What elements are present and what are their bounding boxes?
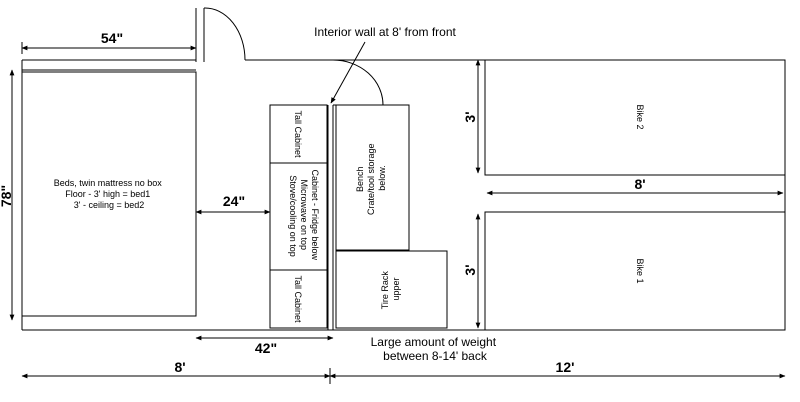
bike-1-bay: Bike 1	[484, 211, 786, 331]
dimension-bay-lower: 3'	[462, 213, 481, 329]
beds-line-3: 3' - ceiling = bed2	[74, 200, 145, 210]
weight-line-1: Large amount of weight	[371, 335, 497, 349]
bike-2-bay: Bike 2	[484, 59, 786, 176]
tire-rack-area: Tire Rack upper	[335, 250, 448, 329]
bench-line-3: below.	[377, 165, 387, 191]
dimension-bay-width: 8'	[486, 176, 784, 196]
rear-section-label: 12'	[556, 359, 575, 375]
aisle-label: 24"	[223, 193, 245, 209]
dimension-door-offset: 54"	[21, 30, 197, 54]
galley: Tall Cabinet Cabinet - Fridge below Micr…	[269, 104, 328, 329]
beds-area: Beds, twin mattress no box Floor - 3' hi…	[21, 71, 197, 317]
bench-line-1: Bench	[355, 166, 365, 192]
bike-1-label: Bike 1	[635, 258, 645, 283]
svg-text:Cabinet - Fridge below M: Cabinet - Fridge below Microwave on top …	[288, 169, 320, 262]
tire-rack-line-1: Tire Rack	[380, 271, 390, 310]
weight-note: Large amount of weight between 8-14' bac…	[371, 335, 500, 363]
bay-lower-label: 3'	[462, 264, 478, 275]
interior-wall-label: Interior wall at 8' from front	[314, 25, 456, 39]
entry-door	[195, 7, 246, 62]
tire-rack-line-2: upper	[391, 277, 401, 300]
bike-2-label: Bike 2	[635, 104, 645, 129]
dimension-depth: 78"	[0, 69, 15, 321]
tall-cabinet-bottom-label: Tall Cabinet	[293, 275, 303, 323]
dimension-aisle: 24"	[195, 193, 271, 215]
bay-width-label: 8'	[634, 176, 645, 192]
beds-line-1: Beds, twin mattress no box	[54, 178, 163, 188]
fridge-line-1: Cabinet - Fridge below	[310, 169, 320, 260]
door-offset-label: 54"	[101, 30, 123, 46]
fridge-line-3: Stove/cooling on top	[288, 175, 298, 257]
bench-area: Bench Crate/tool storage below.	[335, 104, 410, 251]
front-section-label: 8'	[174, 359, 185, 375]
weight-line-2: between 8-14' back	[383, 349, 488, 363]
bay-upper-label: 3'	[462, 111, 478, 122]
svg-text:Beds, twin mattress no box: Beds, twin mattress no box Floor - 3' hi…	[54, 178, 165, 210]
svg-text:Bench Crate/tool storage: Bench Crate/tool storage below.	[355, 141, 387, 215]
galley-label: 42"	[255, 340, 277, 356]
fridge-line-2: Microwave on top	[299, 179, 309, 250]
dimension-galley: 42"	[195, 335, 334, 356]
interior-wall-callout: Interior wall at 8' from front	[314, 25, 456, 104]
tall-cabinet-top-label: Tall Cabinet	[293, 110, 303, 158]
dimension-sections: 8' 12'	[21, 359, 786, 384]
depth-label: 78"	[0, 185, 14, 207]
svg-text:Tire Rack upper: Tire Rack upper	[380, 269, 401, 310]
bench-line-2: Crate/tool storage	[366, 143, 376, 215]
beds-line-2: Floor - 3' high = bed1	[65, 189, 150, 199]
dimension-bay-upper: 3'	[462, 59, 481, 174]
svg-text:Large amount of weight b: Large amount of weight between 8-14' bac…	[371, 335, 500, 363]
